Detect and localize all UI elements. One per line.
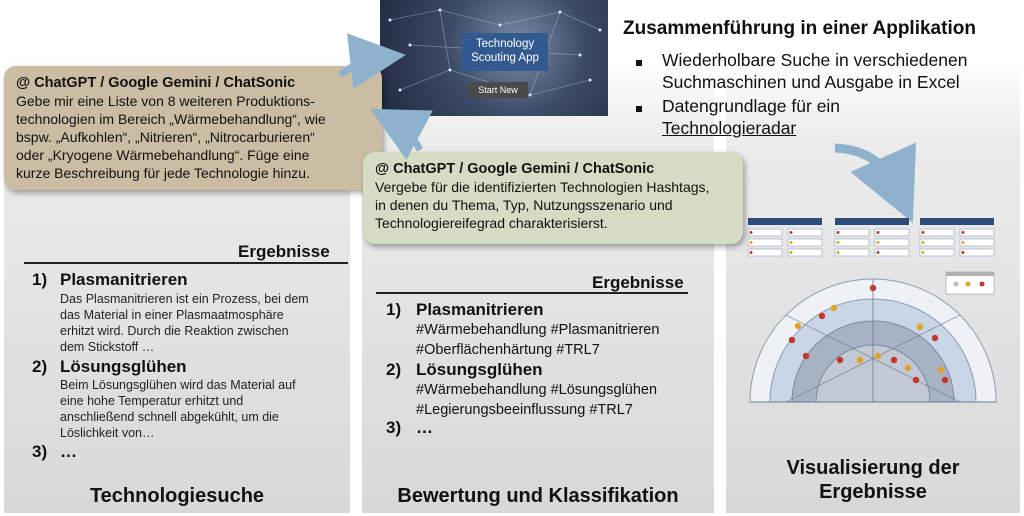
technology-radar-visual [747, 218, 997, 403]
item-description: Beim Lösungsglühen wird das Material auf… [60, 378, 296, 440]
item-number: 2) [386, 360, 402, 379]
arrow-to-app-icon [337, 33, 406, 89]
radar-table-thumbnails [747, 218, 995, 257]
prompt-text: Vergebe für die identifizierten Technolo… [375, 179, 710, 231]
bullet-icon [636, 106, 642, 112]
app-title: Technology Scouting App [462, 33, 548, 71]
prompt-bubble-classification: @ ChatGPT / Google Gemini / ChatSonic Ve… [363, 152, 743, 244]
item-hashtags: #Wärmebehandlung #Lösungsglühen #Legieru… [416, 382, 658, 418]
panel-title: Bewertung und Klassifikation [397, 485, 679, 507]
radar-arcs [749, 278, 997, 403]
bullet-icon [636, 60, 642, 66]
item-description: Das Plasmanitrieren ist ein Prozess, bei… [60, 292, 309, 354]
summary-headline: Zusammenführung in einer Applikation [623, 18, 976, 39]
item-number: 2) [32, 357, 48, 376]
radar-legend [945, 271, 995, 295]
prompt-header: @ ChatGPT / Google Gemini / ChatSonic [16, 75, 296, 91]
results-label: Ergebnisse [592, 273, 684, 292]
item-title: Lösungsglühen [416, 360, 543, 379]
panel-title: Technologiesuche [89, 485, 265, 507]
item-title: … [60, 442, 77, 461]
item-number: 1) [386, 300, 402, 319]
item-number: 1) [32, 270, 48, 289]
arrow-from-prompt-icon [370, 108, 433, 160]
item-hashtags: #Wärmebehandlung #Plasmanitrieren #Oberf… [416, 322, 660, 358]
results-divider [376, 292, 688, 294]
item-title: Lösungsglühen [60, 357, 187, 376]
item-number: 3) [386, 418, 402, 437]
radar-technology-dots [788, 284, 949, 384]
item-title: … [416, 418, 433, 437]
prompt-text: Gebe mir eine Liste von 8 weiteren Produ… [16, 93, 326, 181]
results-label: Ergebnisse [238, 242, 330, 261]
prompt-bubble-search: @ ChatGPT / Google Gemini / ChatSonic Ge… [4, 66, 382, 190]
summary-bullet: Wiederholbare Suche in verschiedenen Suc… [662, 50, 968, 92]
arrow-to-radar-icon [834, 142, 917, 223]
item-title: Plasmanitrieren [60, 270, 188, 289]
summary-bullet: Datengrundlage für ein Technologieradar [662, 96, 841, 138]
item-number: 3) [32, 442, 48, 461]
panel-title: Visualisierung der Ergebnisse [786, 457, 960, 503]
item-title: Plasmanitrieren [416, 300, 544, 319]
app-screenshot: Technology Scouting App Start New [380, 0, 608, 116]
prompt-header: @ ChatGPT / Google Gemini / ChatSonic [375, 161, 655, 177]
results-divider [24, 262, 348, 264]
start-new-button[interactable]: Start New [468, 82, 528, 98]
